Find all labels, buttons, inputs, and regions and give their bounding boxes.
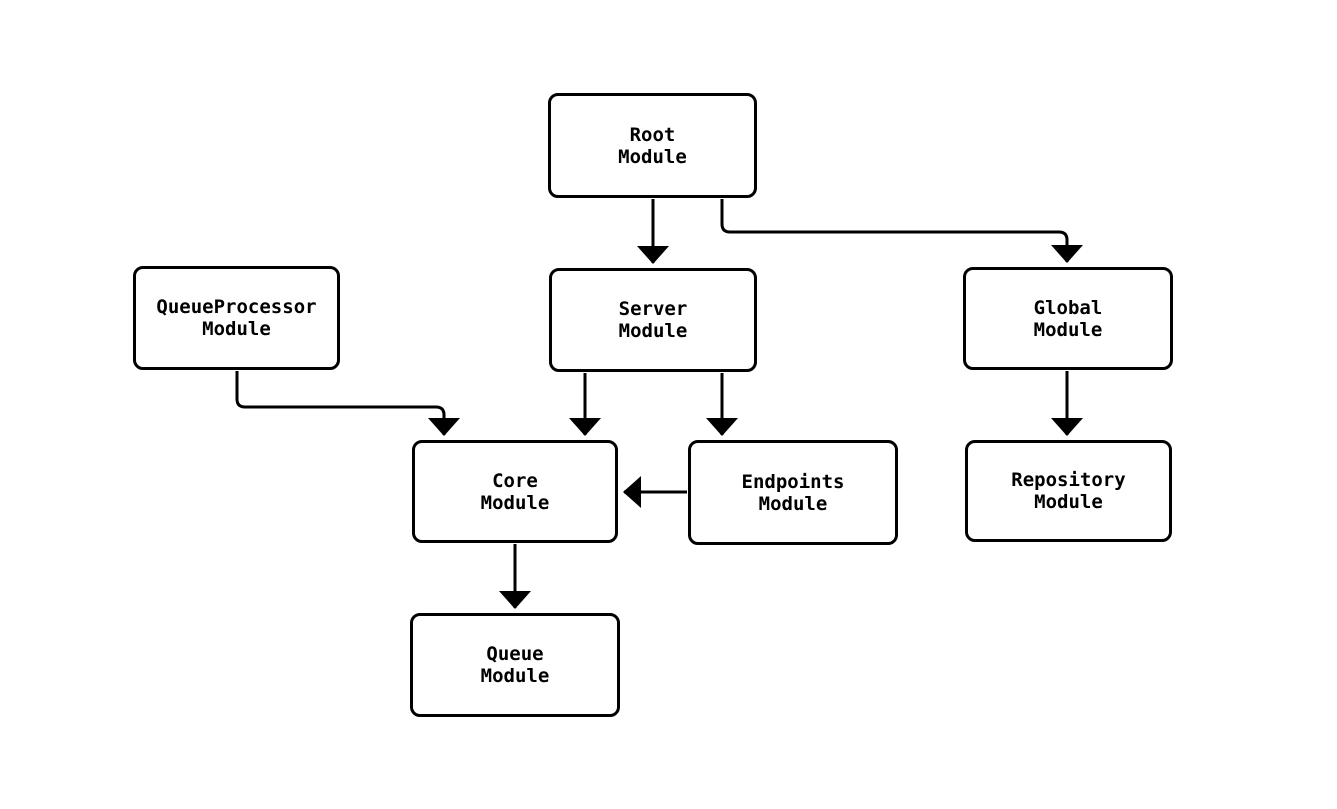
node-label: QueueProcessor — [156, 296, 317, 318]
node-label: Module — [1034, 491, 1103, 513]
node-label: Server — [618, 298, 688, 320]
node-root-module: Root Module — [548, 93, 757, 198]
node-label: Core — [492, 469, 538, 492]
node-server-module: Server Module — [549, 268, 757, 372]
node-queueprocessor-module: QueueProcessor Module — [133, 266, 340, 370]
node-label: Module — [618, 320, 688, 342]
node-repository-module: Repository Module — [965, 440, 1172, 542]
node-global-module: Global Module — [963, 267, 1173, 370]
node-label: Module — [202, 318, 271, 340]
node-label: Endpoints — [741, 470, 845, 493]
node-label: Global — [1033, 296, 1103, 319]
node-queue-module: Queue Module — [410, 613, 620, 717]
node-core-module: Core Module — [412, 440, 618, 543]
edge-queueprocessor-to-core — [235, 371, 460, 436]
node-label: Queue — [486, 643, 544, 665]
node-endpoints-module: Endpoints Module — [688, 440, 898, 545]
node-label: Repository — [1011, 469, 1126, 491]
node-label: Root — [629, 123, 676, 146]
node-label: Module — [618, 145, 687, 168]
node-label: Module — [480, 491, 550, 514]
edge-root-to-global — [720, 199, 1083, 263]
node-label: Module — [480, 665, 550, 687]
node-label: Module — [1033, 318, 1103, 341]
node-label: Module — [758, 492, 828, 515]
